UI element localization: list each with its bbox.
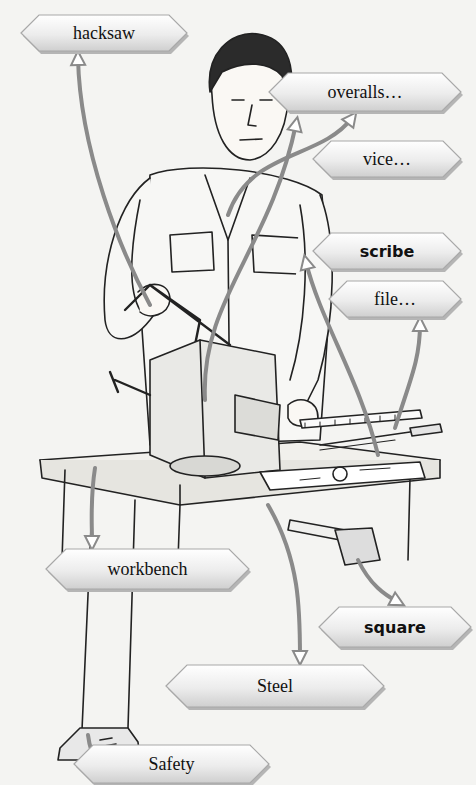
hexagon-outline: [21, 15, 187, 51]
face-features: [232, 100, 272, 140]
leader-arrow: [92, 468, 95, 543]
label-text: hacksaw: [73, 23, 135, 44]
vice-handle: [110, 372, 150, 395]
vice-base: [170, 456, 240, 476]
label-hexagon: scribe: [312, 232, 462, 270]
label-hexagon: Steel: [165, 664, 385, 708]
leader-arrow: [395, 324, 420, 428]
label-hexagon: workbench: [45, 548, 250, 590]
drawing-sheet: [260, 462, 425, 490]
label-text: Safety: [149, 754, 195, 775]
label-text: Steel: [257, 676, 293, 697]
hexagon-outline: [313, 233, 461, 269]
hexagon-outline: [269, 73, 461, 111]
label-hexagon: overalls…: [268, 72, 462, 112]
hexagon-outline: [46, 549, 249, 589]
overalls-pocket: [170, 232, 300, 274]
leader-arrow: [78, 58, 150, 305]
label-text: file…: [374, 289, 416, 310]
scriber-tool: [320, 440, 395, 450]
steel-rule: [300, 410, 422, 428]
hexagon-outline: [313, 141, 461, 177]
arm-right: [290, 195, 332, 420]
sheet-sketch: [300, 468, 390, 480]
hexagon-outline: [329, 281, 461, 317]
leader-arrow: [205, 124, 296, 400]
label-hexagon: hacksaw: [20, 14, 188, 52]
label-hexagon: square: [318, 606, 472, 648]
leader-arrow: [358, 560, 398, 602]
label-text: scribe: [360, 242, 415, 261]
sheet-sketch: [333, 467, 347, 481]
hexagon-outline: [74, 745, 269, 783]
label-text: workbench: [108, 559, 188, 580]
label-text: vice…: [363, 149, 411, 170]
hexagon-outline: [166, 665, 384, 707]
label-hexagon: vice…: [312, 140, 462, 178]
label-hexagon: Safety: [73, 744, 270, 784]
vice-body: [150, 340, 280, 478]
label-text: overalls…: [328, 82, 403, 103]
label-hexagon: file…: [328, 280, 462, 318]
label-text: square: [364, 618, 426, 637]
hexagon-outline: [319, 607, 471, 647]
leader-arrow: [268, 505, 300, 658]
rule-ticks: [305, 415, 395, 427]
